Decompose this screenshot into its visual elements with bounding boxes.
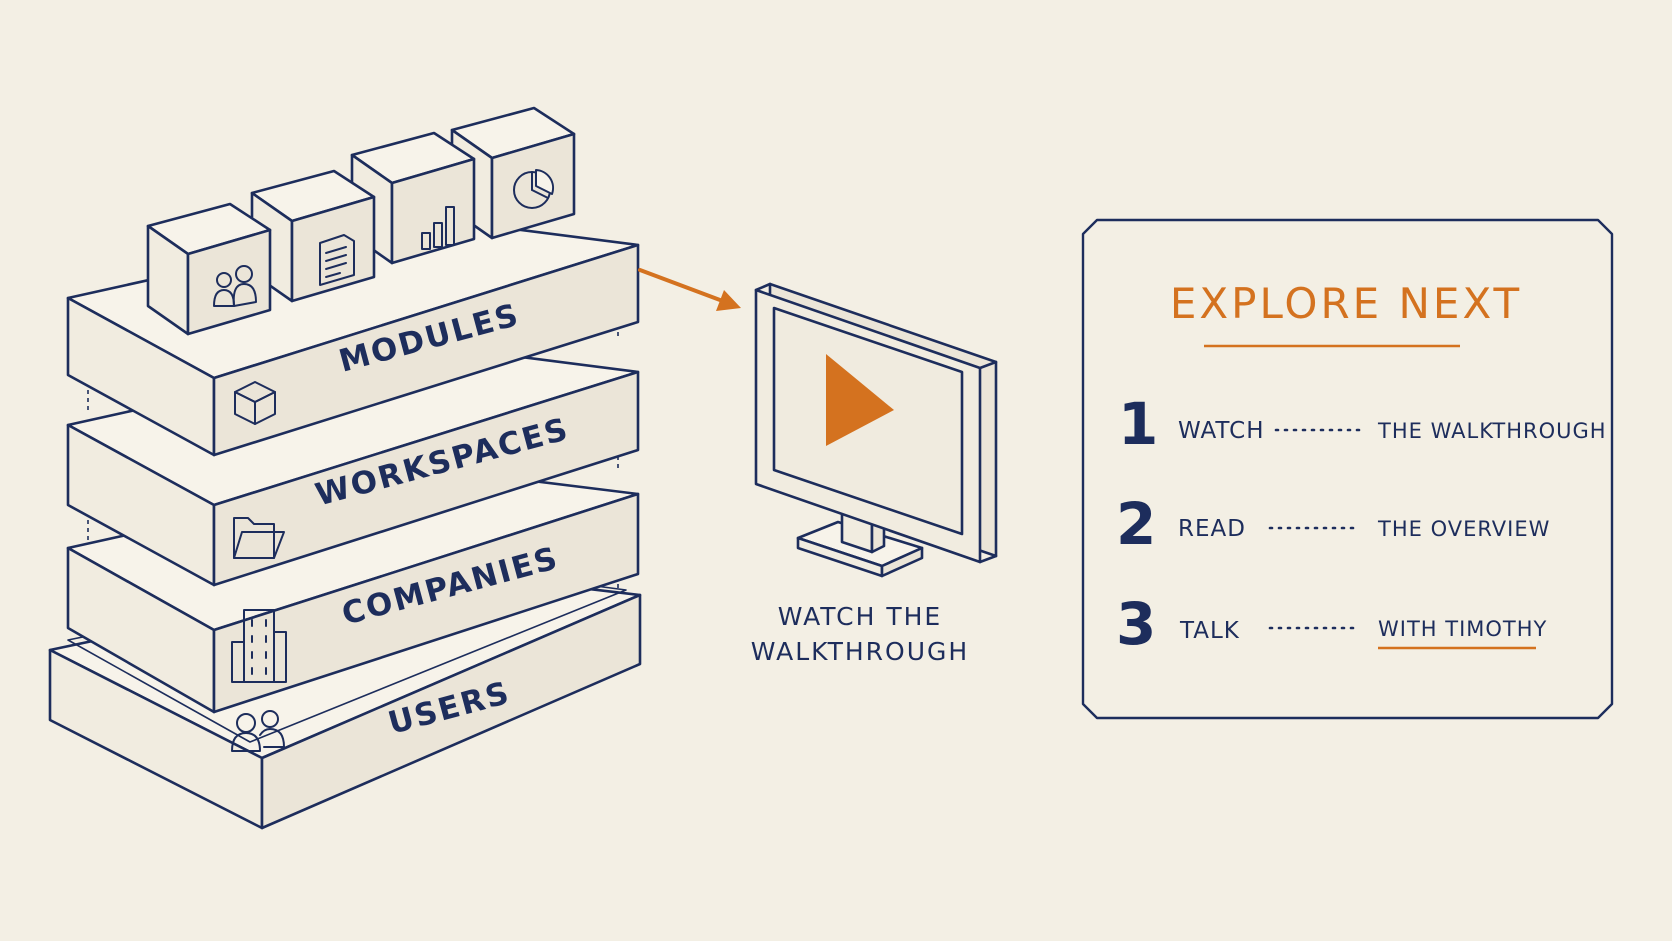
cube-icon [234,381,276,425]
play-icon[interactable] [826,354,894,446]
monitor-caption-line2: WALKTHROUGH [751,637,969,666]
monitor-caption-line1: WATCH THE [778,602,942,631]
step-verb-2: READ [1178,516,1246,542]
users-icon [213,265,257,307]
step-target-2[interactable]: THE OVERVIEW [1377,517,1550,541]
module-box-users [146,202,272,336]
monitor: WATCH THE WALKTHROUGH [751,282,998,666]
layer-stack: USERS COMPANIES [48,106,642,830]
users-icon [231,710,285,752]
module-boxes [146,106,576,336]
layer-workspaces: WORKSPACES [66,343,640,587]
folder-icon [233,517,285,559]
step-1[interactable]: 1 WATCH THE WALKTHROUGH [1118,390,1607,458]
step-number-3: 3 [1116,590,1156,658]
step-number-1: 1 [1118,390,1158,458]
step-3[interactable]: 3 TALK WITH TIMOTHY [1116,590,1547,658]
step-number-2: 2 [1116,490,1156,558]
layer-modules: MODULES [66,216,640,457]
step-verb-1: WATCH [1178,418,1265,444]
step-verb-3: TALK [1179,618,1240,644]
panel-title: EXPLORE NEXT [1170,279,1522,328]
pie-chart-icon [513,169,555,209]
bar-chart-icon [421,206,455,250]
step-target-3[interactable]: WITH TIMOTHY [1378,617,1547,641]
document-icon [319,234,355,286]
arrow-to-monitor [638,268,741,311]
step-target-1[interactable]: THE WALKTHROUGH [1377,419,1607,443]
step-2[interactable]: 2 READ THE OVERVIEW [1116,490,1550,558]
building-icon [231,609,287,683]
explore-panel: EXPLORE NEXT 1 WATCH THE WALKTHROUGH 2 R… [1081,218,1614,720]
